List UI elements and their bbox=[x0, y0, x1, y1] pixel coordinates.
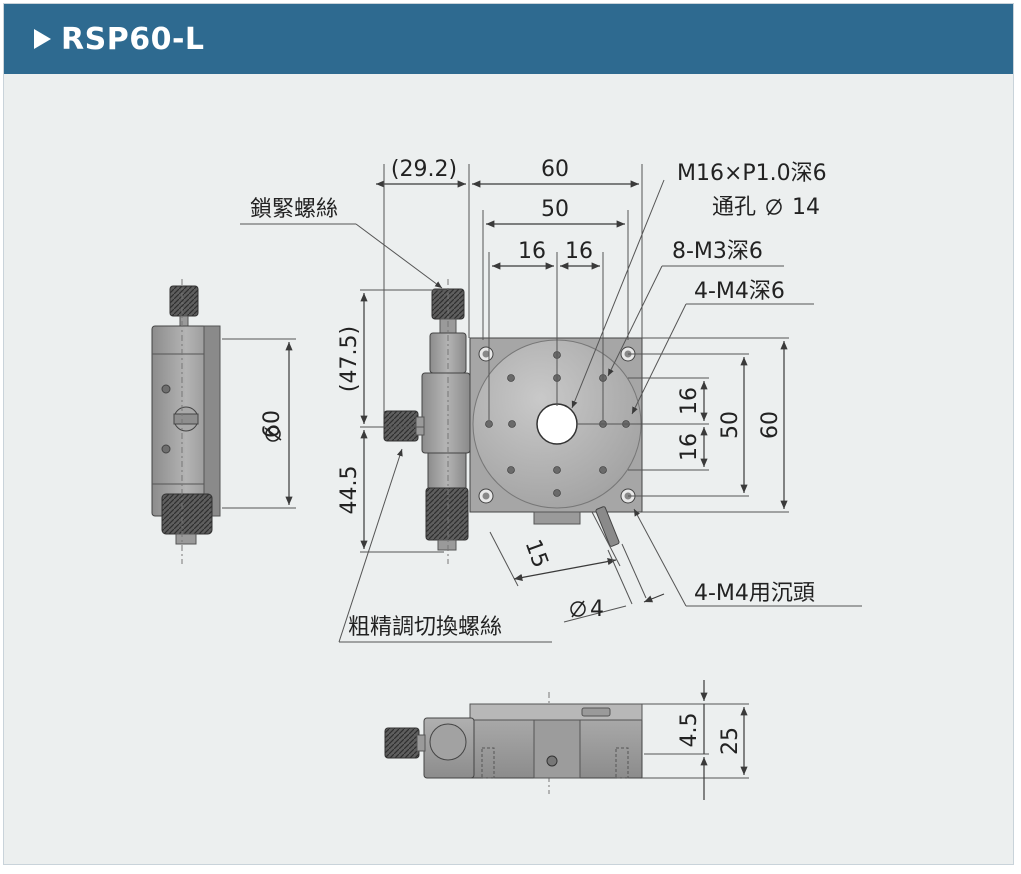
through-hole-label: 通孔 bbox=[712, 195, 756, 220]
pitch-a-label: 16 bbox=[518, 239, 546, 264]
front-view-bottom bbox=[384, 692, 643, 794]
diameter-symbol-hole-icon bbox=[766, 198, 782, 216]
pitch-b-label: 16 bbox=[565, 239, 593, 264]
holes-m3-label: 8-M3深6 bbox=[672, 239, 763, 264]
width-outer-label: 60 bbox=[541, 157, 569, 182]
product-title: RSP60-L bbox=[61, 21, 205, 57]
height-lower-label: 44.5 bbox=[337, 466, 362, 515]
micrometer-assembly bbox=[383, 279, 471, 564]
width-mid-label: 50 bbox=[541, 197, 569, 222]
height-right-outer-label: 60 bbox=[758, 411, 783, 439]
dim-phi4-label: 4 bbox=[590, 597, 604, 622]
diameter-symbol-pin-icon bbox=[570, 600, 586, 618]
counterbore-label: 4-M4用沉頭 bbox=[694, 581, 815, 606]
height-upper-label: (47.5) bbox=[337, 326, 362, 392]
side-view-left bbox=[151, 279, 221, 564]
play-triangle-icon bbox=[34, 29, 51, 49]
through-hole-dia-label: 14 bbox=[792, 195, 820, 220]
diameter-symbol-side-icon bbox=[264, 426, 282, 442]
pitch-right-a-label: 16 bbox=[677, 387, 702, 415]
stage-plate-top bbox=[469, 337, 643, 547]
product-header: RSP60-L bbox=[4, 4, 1013, 74]
offset-label: (29.2) bbox=[391, 157, 457, 182]
dim-15-label: 15 bbox=[520, 536, 553, 571]
holes-m4-label: 4-M4深6 bbox=[694, 279, 785, 304]
dim-4-5-label: 4.5 bbox=[677, 713, 702, 748]
pitch-right-b-label: 16 bbox=[677, 433, 702, 461]
lock-screw-label: 鎖緊螺絲 bbox=[250, 197, 338, 222]
adjust-screw-label: 粗精調切換螺絲 bbox=[348, 615, 502, 640]
technical-drawing: 60 bbox=[151, 157, 862, 800]
drawing-frame: RSP60-L bbox=[3, 3, 1014, 865]
height-right-mid-label: 50 bbox=[718, 411, 743, 439]
thread-center-label: M16×P1.0深6 bbox=[677, 161, 827, 186]
dim-25-label: 25 bbox=[718, 727, 743, 755]
